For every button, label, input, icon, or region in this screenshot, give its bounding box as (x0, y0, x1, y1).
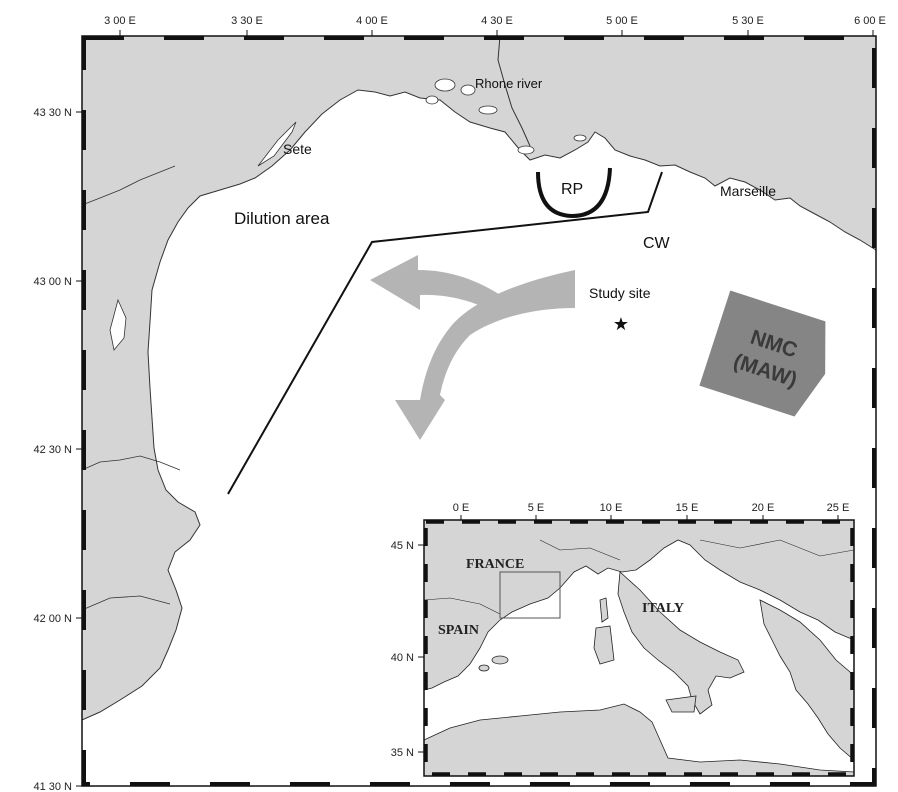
lat-tick-label: 43 00 N (33, 276, 72, 288)
lon-tick-label: 3 00 E (104, 15, 136, 27)
inset-border-line (423, 597, 501, 615)
lon-tick-label: 4 30 E (481, 15, 513, 27)
nmc-maw-box: NMC (MAW) (699, 290, 826, 417)
dilution-area-label: Dilution area (234, 209, 330, 228)
sete-label: Sete (283, 141, 312, 157)
inset-country-spain: SPAIN (438, 623, 479, 638)
sete-lagoon (257, 121, 297, 167)
inset-land-sicily (665, 695, 697, 713)
lagoon (517, 145, 535, 155)
inset-map-frame (423, 519, 855, 777)
inset-country-italy: ITALY (642, 601, 684, 616)
inset-land-sardinia (593, 625, 615, 665)
lagoon (425, 95, 439, 105)
inset-border-line (699, 539, 855, 557)
lat-tick-label: 43 30 N (33, 107, 72, 119)
inset-lat-tick-label: 40 N (391, 652, 414, 664)
lon-tick-label: 5 30 E (732, 15, 764, 27)
inset-land-europe (423, 519, 855, 691)
lat-tick-label: 41 30 N (33, 781, 72, 792)
rhone-river-label: Rhone river (475, 76, 543, 91)
current-arrow (370, 255, 575, 440)
marseille-label: Marseille (720, 183, 776, 199)
lon-tick-label: 6 00 E (854, 15, 886, 27)
coastal-lagoon (109, 298, 127, 351)
lagoon (460, 84, 476, 96)
main-map-frame-dash (82, 36, 876, 786)
inset-land-corsica (599, 597, 609, 623)
inset-lat-tick-label: 45 N (391, 540, 414, 552)
inset-study-area-box (499, 571, 561, 619)
lon-tick-label: 4 00 E (356, 15, 388, 27)
lat-ticks (76, 111, 82, 787)
inset-lon-tick-label: 25 E (827, 502, 850, 514)
lon-ticks (119, 30, 874, 36)
inset-land-balkans (759, 599, 855, 761)
rp-label: RP (561, 181, 583, 198)
lagoon (434, 78, 456, 92)
inset-border-line (539, 539, 621, 561)
study-site-label: Study site (589, 285, 651, 301)
dilution-area-boundary (227, 171, 663, 495)
lon-tick-label: 3 30 E (231, 15, 263, 27)
inset-lon-tick-label: 0 E (453, 502, 470, 514)
inset-lat-tick-label: 35 N (391, 747, 414, 759)
inset-lon-tick-label: 15 E (676, 502, 699, 514)
inset-land-italy (617, 571, 745, 715)
lat-tick-label: 42 00 N (33, 613, 72, 625)
inset-lon-tick-label: 5 E (528, 502, 545, 514)
cw-label: CW (643, 235, 671, 252)
inset-lon-tick-label: 20 E (752, 502, 775, 514)
inset-lon-tick-label: 10 E (600, 502, 623, 514)
border-line (81, 165, 176, 206)
inset-lat-ticks (418, 544, 424, 753)
lagoon (478, 105, 498, 115)
lon-tick-label: 5 00 E (606, 15, 638, 27)
study-site-marker: ★ (613, 314, 629, 334)
inset-land-balearic (491, 655, 509, 665)
main-map-land (81, 35, 877, 721)
border-line (81, 595, 171, 611)
lagoon (573, 134, 587, 142)
lat-tick-label: 42 30 N (33, 444, 72, 456)
border-line (81, 455, 181, 471)
rhone-river (497, 35, 531, 147)
inset-map-frame-dash (424, 520, 854, 776)
inset-country-france: FRANCE (466, 557, 524, 572)
rp-zone-outline (536, 167, 612, 219)
inset-lon-ticks (460, 515, 839, 520)
inset-land-balearic (478, 664, 490, 672)
